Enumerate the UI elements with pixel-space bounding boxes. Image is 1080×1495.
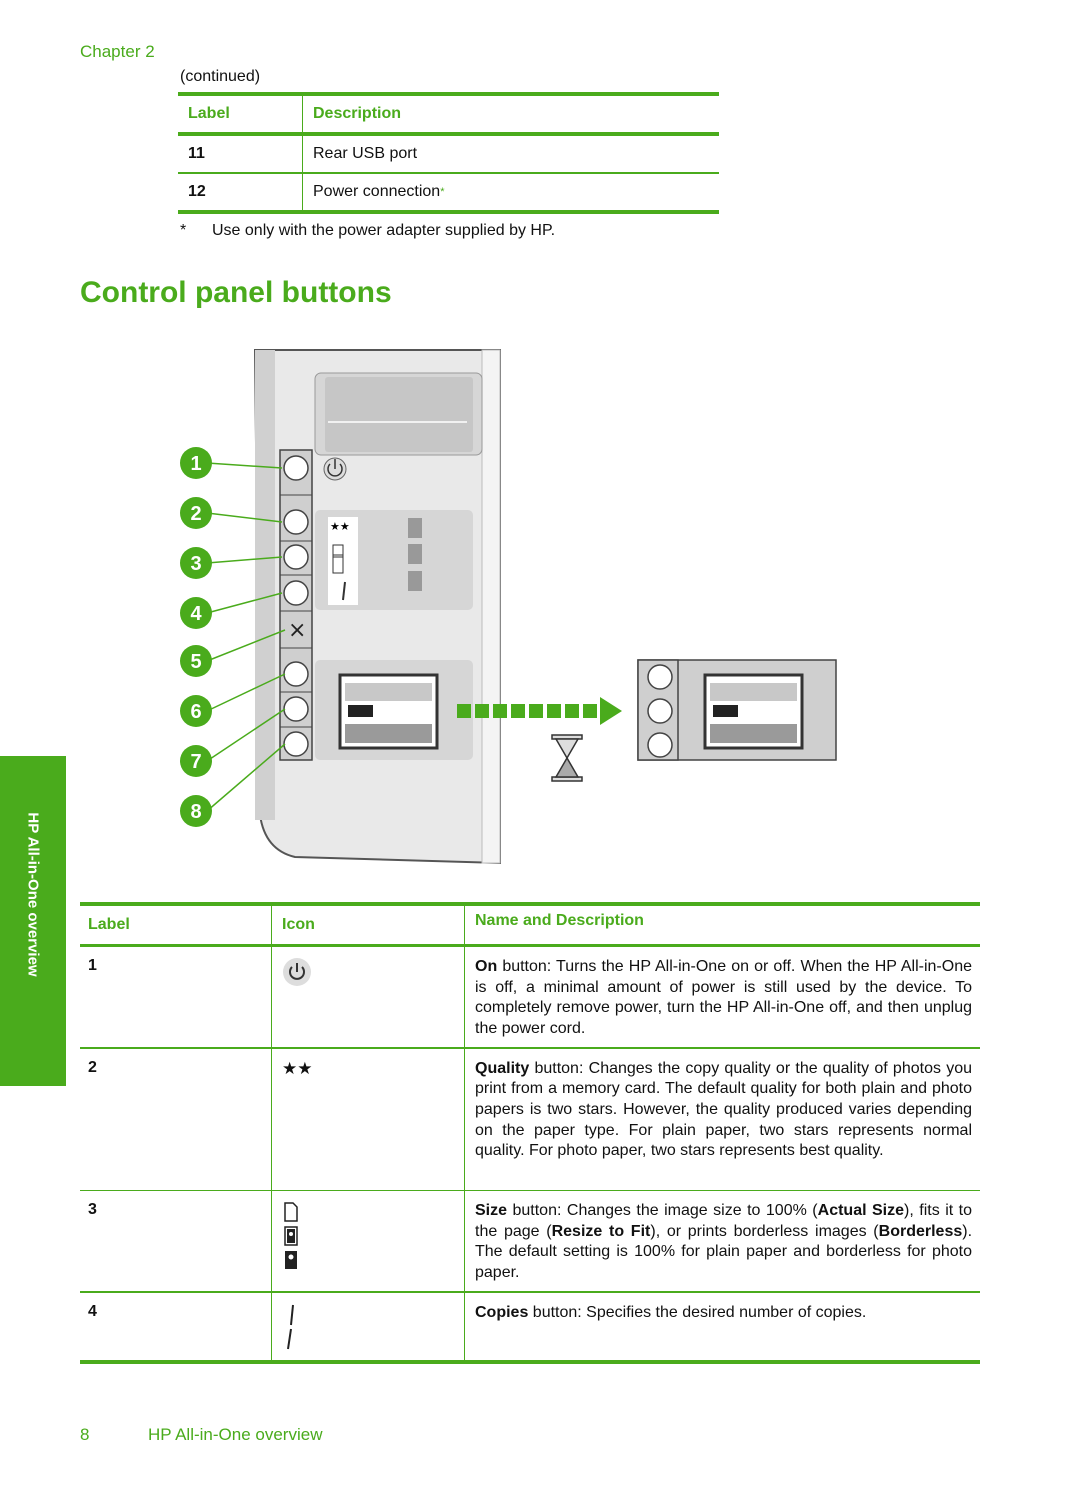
table-row: 4 Copies button: Specifies the desired n… xyxy=(80,1292,980,1360)
section-title: Control panel buttons xyxy=(80,276,392,309)
callout-7: 7 xyxy=(190,751,201,773)
hourglass-icon xyxy=(551,734,583,782)
side-tab: HP All-in-One overview xyxy=(0,756,66,1086)
control-buttons-table: Label Icon Name and Description 1 On but… xyxy=(80,902,980,1364)
arrow-icon xyxy=(457,697,622,725)
callout-6: 6 xyxy=(190,701,201,723)
col-header-icon: Icon xyxy=(272,906,465,944)
callout-2: 2 xyxy=(190,503,201,525)
callout-8: 8 xyxy=(190,801,201,823)
continued-label: (continued) xyxy=(180,68,261,85)
table-row: 3 Size button: Changes the image size to… xyxy=(80,1191,980,1291)
size-icon xyxy=(284,1202,298,1269)
power-icon xyxy=(283,958,311,986)
cancel-icon: × xyxy=(288,618,306,643)
callout-4: 4 xyxy=(190,603,202,625)
svg-text:★★: ★★ xyxy=(330,520,350,533)
table-row: 11 Rear USB port xyxy=(178,136,719,172)
two-stars-icon: ★★ xyxy=(282,1058,313,1079)
table-row: 12 Power connection* xyxy=(178,173,719,210)
footer: 8 HP All-in-One overview xyxy=(80,1425,322,1445)
top-table: Label Description 11 Rear USB port 12 Po… xyxy=(178,92,719,214)
callout-1: 1 xyxy=(190,453,201,475)
copies-icon xyxy=(287,1304,294,1349)
callout-3: 3 xyxy=(190,553,201,575)
page-number: 8 xyxy=(80,1425,90,1444)
footer-title: HP All-in-One overview xyxy=(148,1425,323,1444)
footnote: *Use only with the power adapter supplie… xyxy=(180,222,556,239)
callout-5: 5 xyxy=(190,651,201,673)
control-panel-figure: × ★★ 1 2 3 4 5 6 7 8 xyxy=(180,349,837,865)
col-header-name-description: Name and Description xyxy=(475,911,644,929)
col-header-description: Description xyxy=(302,96,719,132)
table-row: 2 ★★ Quality button: Changes the copy qu… xyxy=(80,1048,980,1190)
col-header-label: Label xyxy=(80,906,272,944)
chapter-label: Chapter 2 xyxy=(80,42,155,61)
col-header-label: Label xyxy=(188,105,230,122)
table-row: 1 On button: Turns the HP All-in-One on … xyxy=(80,947,980,1047)
